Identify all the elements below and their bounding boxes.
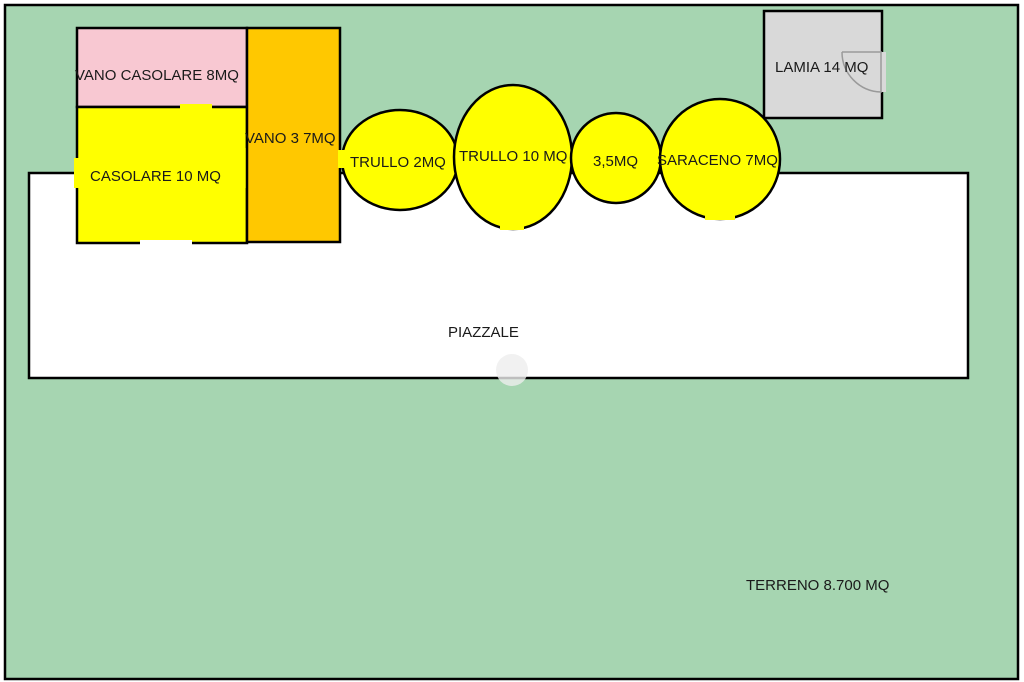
trullo-big-label: TRULLO 10 MQ <box>459 148 567 165</box>
trullo-small-opening <box>338 150 346 168</box>
piazzale-label: PIAZZALE <box>448 324 519 341</box>
casolare-door-top <box>180 104 212 110</box>
lamia-door-swing <box>841 51 882 93</box>
piazzale-marker <box>496 354 528 386</box>
vano-casolare-room <box>75 26 249 109</box>
vano-casolare-label: VANO CASOLARE 8MQ <box>75 67 239 84</box>
vano3-label: VANO 3 7MQ <box>245 130 336 147</box>
casolare-door-left <box>74 158 80 188</box>
terreno-label: TERRENO 8.700 MQ <box>746 577 889 594</box>
trullo-small-label: TRULLO 2MQ <box>350 154 446 171</box>
lamia-label: LAMIA 14 MQ <box>775 59 868 76</box>
saraceno-opening <box>705 214 735 220</box>
lamia-door-opening <box>880 52 886 92</box>
vano3-room <box>245 26 342 244</box>
casolare-label: CASOLARE 10 MQ <box>90 168 221 185</box>
saraceno-label: SARACENO 7MQ <box>657 152 778 169</box>
lamia-room <box>762 9 884 120</box>
area-35-label: 3,5MQ <box>593 153 638 170</box>
trullo-big-opening <box>500 224 524 230</box>
casolare-door-bottom <box>140 240 192 246</box>
